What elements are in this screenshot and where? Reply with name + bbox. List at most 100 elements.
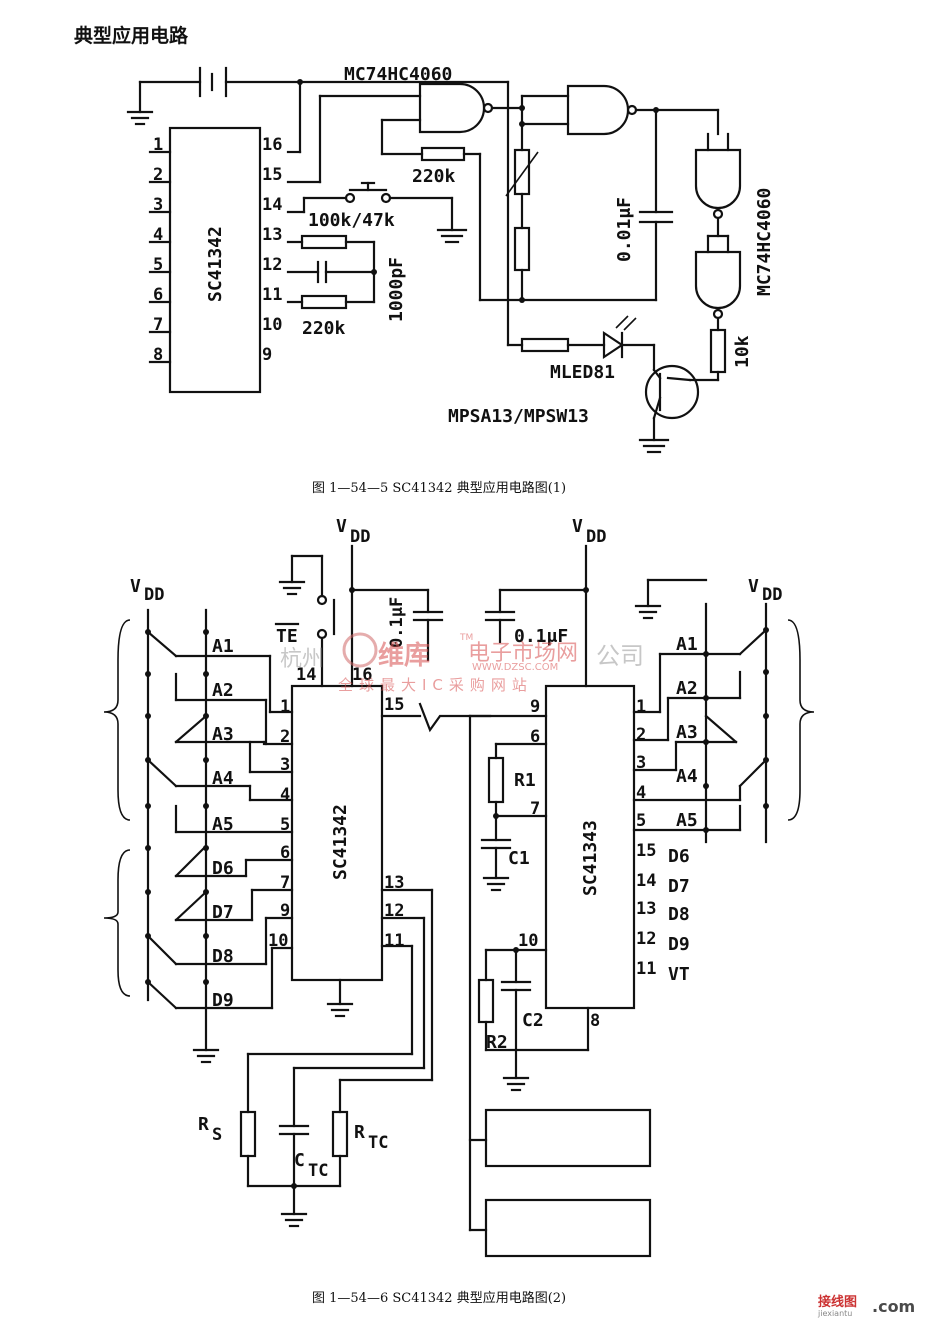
line-label: D9: [212, 990, 234, 1011]
line-label: A1: [212, 636, 234, 657]
svg-text:10: 10: [518, 931, 538, 951]
pin-label: 7: [153, 315, 163, 335]
svg-text:6: 6: [530, 727, 540, 747]
svg-text:10: 10: [268, 931, 288, 951]
led-label: MLED81: [550, 362, 615, 383]
pin-label: 14: [262, 195, 282, 215]
pin-label: 5: [153, 255, 163, 275]
load-box-2: [484, 1198, 652, 1258]
line-label: A4: [676, 766, 698, 787]
svg-text:S: S: [212, 1125, 222, 1145]
line-label: A3: [676, 722, 698, 743]
nand-gate-1: [418, 82, 494, 134]
svg-text:9: 9: [280, 901, 290, 921]
pin-label: 3: [153, 195, 163, 215]
watermark-url: WWW.DZSC.COM: [472, 662, 558, 673]
svg-text:DD: DD: [586, 527, 606, 547]
svg-text:14: 14: [636, 871, 656, 891]
right-switch-rows: [632, 627, 769, 833]
cap-left-label: 0.1μF: [387, 597, 407, 648]
svg-text:2: 2: [280, 727, 290, 747]
line-label: A2: [212, 680, 234, 701]
svg-text:11: 11: [636, 959, 656, 979]
svg-text:V: V: [130, 576, 141, 597]
load-box-1: [484, 1108, 652, 1168]
line-label: A2: [676, 678, 698, 699]
svg-text:4: 4: [636, 783, 646, 803]
line-label: D8: [212, 946, 234, 967]
svg-text:D6: D6: [668, 846, 690, 867]
svg-text:4: 4: [280, 785, 290, 805]
r2-label: R2: [486, 1032, 508, 1053]
svg-text:V: V: [336, 516, 347, 537]
gate-label-side: MC74HC4060: [754, 188, 775, 296]
right-line-labels: A1 A2 A3 A4 A5: [676, 634, 698, 831]
svg-text:V: V: [572, 516, 583, 537]
svg-text:13: 13: [384, 873, 404, 893]
svg-text:TC: TC: [368, 1133, 388, 1153]
c1-label: C1: [508, 848, 530, 869]
right-output-labels: D6 D7 D8 D9 VT: [668, 846, 690, 985]
pin-label: 8: [153, 345, 163, 365]
svg-text:R: R: [354, 1122, 365, 1143]
svg-text:7: 7: [530, 799, 540, 819]
right-pin-numbers: 16 15 14 13 12 11 10 9: [262, 135, 282, 365]
svg-text:5: 5: [636, 811, 646, 831]
pin-label: 15: [262, 165, 282, 185]
battery-symbol: [126, 66, 302, 126]
nand-gate-2: [566, 84, 638, 136]
r-10k-label: 10k: [732, 335, 753, 368]
watermark-cn-right: 公司: [596, 642, 644, 670]
gate-label-top: MC74HC4060: [344, 64, 452, 85]
svg-text:13: 13: [636, 899, 656, 919]
svg-text:14: 14: [296, 665, 316, 685]
figure-2-caption: 图 1—54—6 SC41342 典型应用电路图(2): [312, 1290, 566, 1306]
svg-text:C: C: [294, 1150, 305, 1171]
svg-text:6: 6: [280, 843, 290, 863]
sc41343-ic-body: [544, 684, 636, 1010]
svg-text:D9: D9: [668, 934, 690, 955]
vdd-left: V DD: [130, 576, 164, 605]
figure-1: SC41342 1 2 3 4 5 6 7 8 16 15 14 13: [126, 64, 775, 496]
c2-label: C2: [522, 1010, 544, 1031]
line-label: A1: [676, 634, 698, 655]
pin-label: 16: [262, 135, 282, 155]
cap-right-label: 0.1μF: [514, 626, 568, 647]
svg-text:TC: TC: [308, 1161, 328, 1181]
svg-text:15: 15: [384, 695, 404, 715]
svg-text:DD: DD: [350, 527, 370, 547]
svg-text:3: 3: [280, 755, 290, 775]
svg-text:D7: D7: [668, 876, 690, 897]
svg-text:1: 1: [280, 697, 290, 717]
svg-text:V: V: [748, 576, 759, 597]
left-switch-rows: [145, 629, 294, 1010]
pin-label: 12: [262, 255, 282, 275]
te-label: TE: [276, 626, 298, 647]
corner-watermark-cn: 接线图: [818, 1294, 857, 1310]
r-10k: [709, 328, 727, 374]
pin-label: 1: [153, 135, 163, 155]
svg-text:VT: VT: [668, 964, 690, 985]
svg-text:2: 2: [636, 725, 646, 745]
svg-text:D8: D8: [668, 904, 690, 925]
figure-2: V DD: [103, 516, 815, 1306]
pin-label: 4: [153, 225, 163, 245]
rs-label: R S: [198, 1114, 222, 1145]
svg-text:DD: DD: [144, 585, 164, 605]
svg-text:DD: DD: [762, 585, 782, 605]
svg-text:1: 1: [636, 697, 646, 717]
vdd-right: V DD: [748, 576, 782, 605]
r-220k-b-label: 220k: [302, 318, 346, 339]
svg-text:7: 7: [280, 873, 290, 893]
svg-text:11: 11: [384, 931, 404, 951]
r1-label: R1: [514, 770, 536, 791]
sc41342-label: SC41342: [205, 226, 226, 302]
right-ic-pin-labels: 9 6 7 10 1 2 3 4 5 15 14 13 12 11 8: [518, 697, 656, 1031]
corner-watermark: 接线图 jiexiantu .com: [817, 1294, 915, 1318]
watermark-logo-icon: [342, 632, 378, 668]
watermark-cn-left: 杭州: [280, 647, 324, 672]
pin-label: 6: [153, 285, 163, 305]
figure-1-caption: 图 1—54—5 SC41342 典型应用电路图(1): [312, 480, 566, 496]
potentiometer: [513, 148, 531, 196]
